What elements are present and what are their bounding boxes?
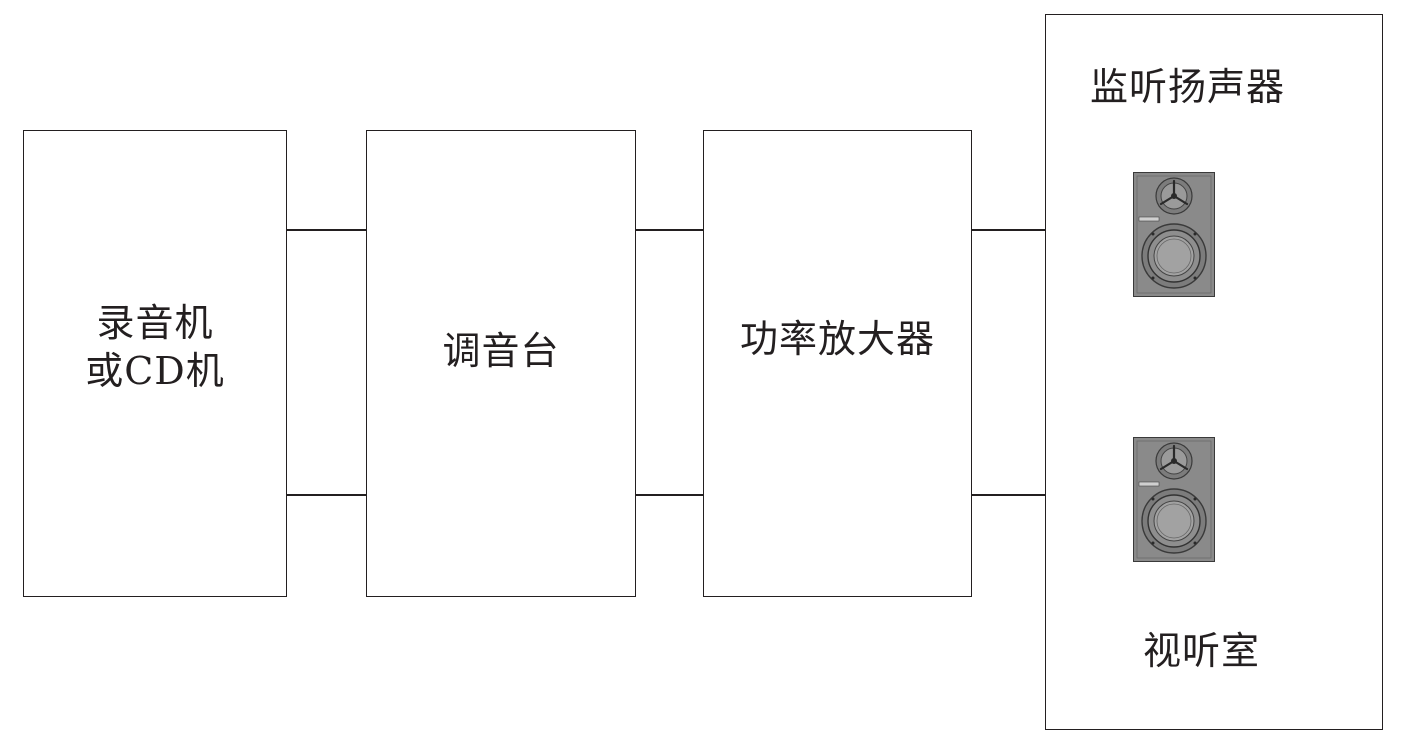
source-label-line1: 录音机 xyxy=(96,301,214,345)
amplifier-box: 功率放大器 xyxy=(703,130,972,597)
mixer-label: 调音台 xyxy=(442,329,560,373)
listening-room-box: 监听扬声器 视听室 xyxy=(1045,14,1383,730)
mixer-box: 调音台 xyxy=(366,130,636,597)
source-label-line2: 或CD机 xyxy=(85,349,225,393)
monitor-speaker-icon xyxy=(1133,172,1215,297)
monitor-speaker-label: 监听扬声器 xyxy=(1090,65,1286,109)
listening-room-label: 视听室 xyxy=(1143,629,1261,673)
monitor-speaker-icon xyxy=(1133,437,1215,562)
amplifier-label: 功率放大器 xyxy=(739,317,935,361)
source-box: 录音机 或CD机 xyxy=(23,130,287,597)
